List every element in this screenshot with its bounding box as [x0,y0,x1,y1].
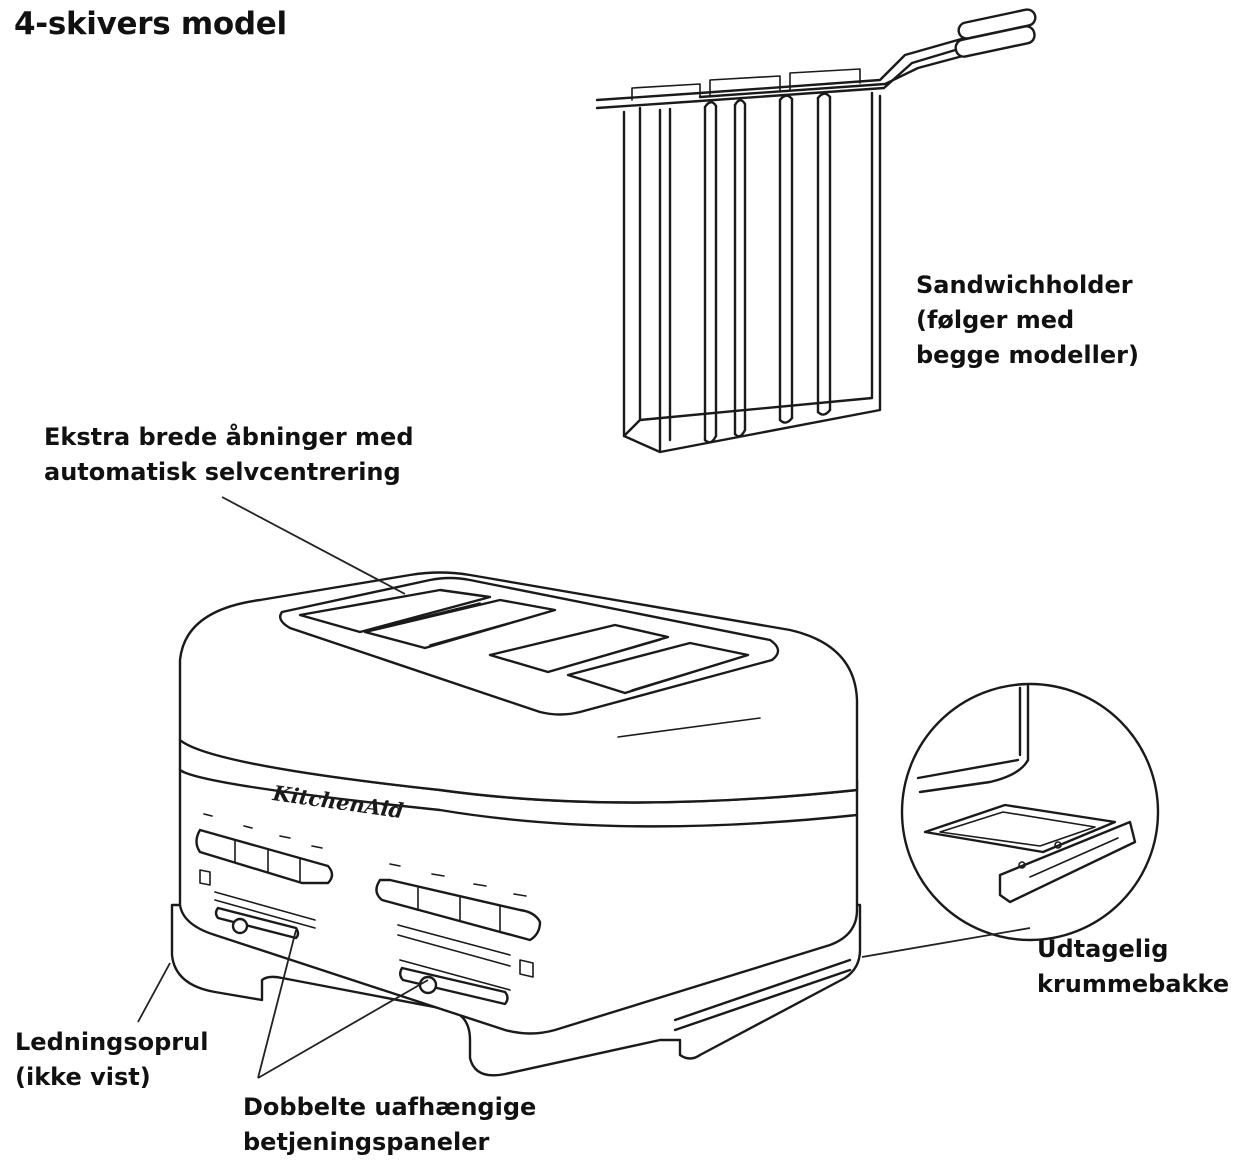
label-line: Sandwichholder [916,271,1133,299]
leader-slots [221,496,406,595]
crumb-tray-label: Udtagelig krummebakke [1037,932,1229,1002]
wide-slots-label: Ekstra brede åbninger med automatisk sel… [44,420,414,490]
crumb-tray [923,803,1117,854]
leader-panel-right [257,979,429,1079]
label-line: automatisk selvcentrering [44,458,401,486]
label-line: krummebakke [1037,970,1230,998]
leader-cord [137,962,171,1023]
right-control-panel [375,863,542,1006]
leader-lines [137,496,1031,1079]
page-title: 4-skivers model [14,6,287,42]
control-panels-label: Dobbelte uafhængige betjeningspaneler [243,1090,536,1160]
leader-panel-left [257,929,297,1079]
slot [363,598,557,650]
lever-knob [418,975,438,995]
label-line: Ledningsoprul [15,1028,209,1056]
left-control-panel [195,813,334,940]
sandwich-holder-label: Sandwichholder (følger med begge modelle… [916,268,1139,373]
slot [298,588,492,634]
sandwich-holder-illustration [595,8,1037,454]
label-line: Dobbelte uafhængige [243,1093,537,1121]
label-line: Udtagelig [1037,935,1169,963]
handle-grip [954,25,1036,58]
label-line: betjeningspaneler [243,1128,490,1156]
cord-wrap-label: Ledningsoprul (ikke vist) [15,1025,208,1095]
label-line: begge modeller) [916,341,1139,369]
slot [566,641,750,695]
crumb-tray-inset [900,682,1160,942]
toaster-illustration: KitchenAid [170,571,862,1077]
label-line: (følger med [916,306,1075,334]
slot [488,623,670,674]
label-line: (ikke vist) [15,1063,151,1091]
label-line: Ekstra brede åbninger med [44,423,414,451]
lever-knob [231,917,249,935]
leader-crumb [861,927,1031,958]
